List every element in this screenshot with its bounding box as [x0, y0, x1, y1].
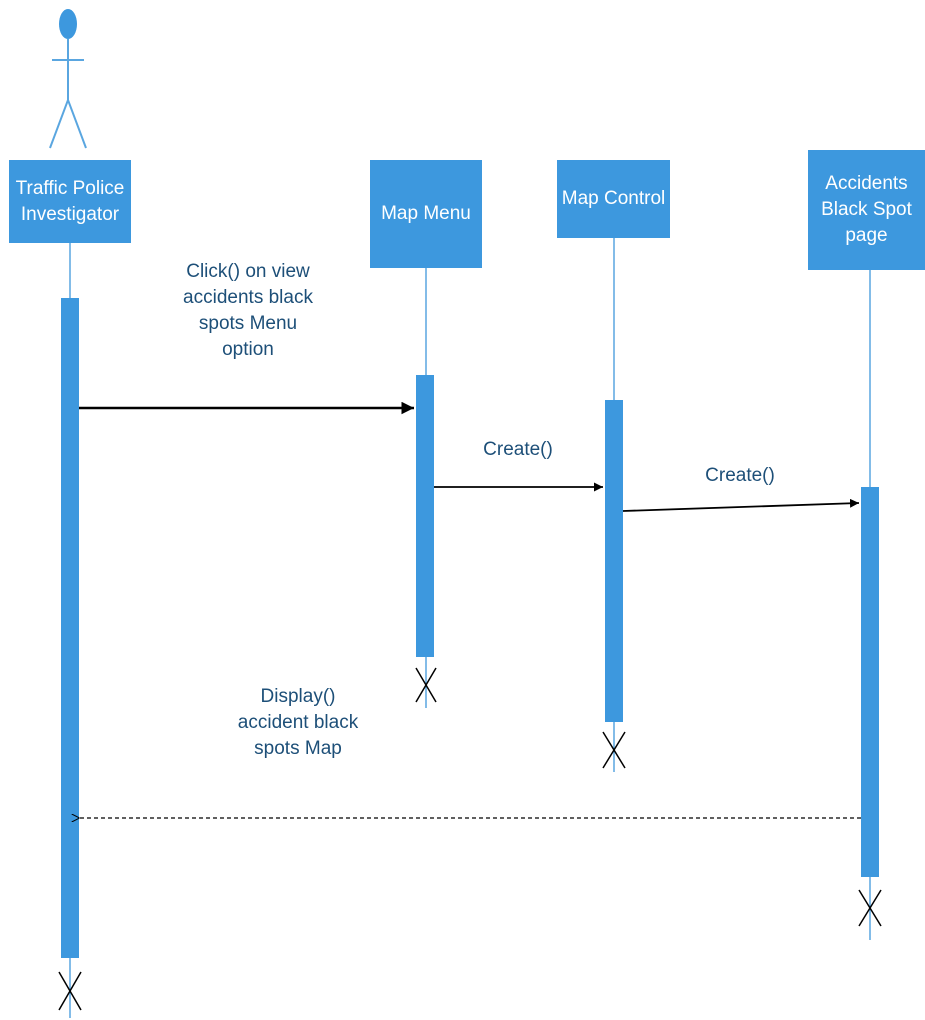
message-label-click: Click() on view accidents black spots Me… — [168, 259, 328, 363]
lifeline-label-line: Black Spot — [821, 199, 912, 220]
destroy-mark-black-spot-page — [858, 889, 882, 927]
lifeline-box-map-menu: Map Menu — [370, 160, 482, 268]
lifeline-label-line: page — [845, 225, 888, 246]
message-label-line: accidents black — [183, 287, 313, 308]
lifeline-label-line: Investigator — [20, 203, 120, 225]
destroy-mark-map-control — [602, 731, 626, 769]
message-arrow-create-black-spot-page — [622, 498, 860, 512]
destroy-mark-investigator — [58, 971, 82, 1011]
message-label-line: option — [222, 339, 274, 360]
message-label-create-black-spot-page: Create() — [685, 463, 795, 489]
activation-bar-investigator — [61, 298, 79, 958]
message-label-line: Create() — [705, 465, 775, 486]
lifeline-label-line: Traffic Police — [15, 177, 125, 199]
activation-bar-map-menu — [416, 375, 434, 657]
message-label-line: spots Menu — [198, 313, 298, 334]
message-label-line: Display() — [260, 686, 336, 707]
lifeline-box-black-spot-page: Accidents Black Spot page — [808, 150, 925, 270]
lifeline-box-investigator: Traffic Police Investigator — [9, 160, 131, 243]
message-label-line: Create() — [483, 439, 553, 460]
lifeline-label-line: Accidents — [825, 173, 908, 194]
message-label-create-map-control: Create() — [463, 437, 573, 463]
message-label-line: Click() on view — [186, 261, 310, 282]
destroy-mark-map-menu — [415, 667, 437, 703]
lifeline-label-line: Map Menu — [381, 203, 471, 224]
message-label-display: Display() accident black spots Map — [218, 684, 378, 762]
message-label-line: accident black — [237, 712, 359, 733]
message-label-line: spots Map — [254, 738, 342, 759]
activation-bar-map-control — [605, 400, 623, 722]
lifeline-box-map-control: Map Control — [557, 160, 670, 238]
stick-figure-actor-icon — [49, 9, 87, 149]
activation-bar-black-spot-page — [861, 487, 879, 877]
lifeline-label-line: Map Control — [561, 188, 666, 209]
